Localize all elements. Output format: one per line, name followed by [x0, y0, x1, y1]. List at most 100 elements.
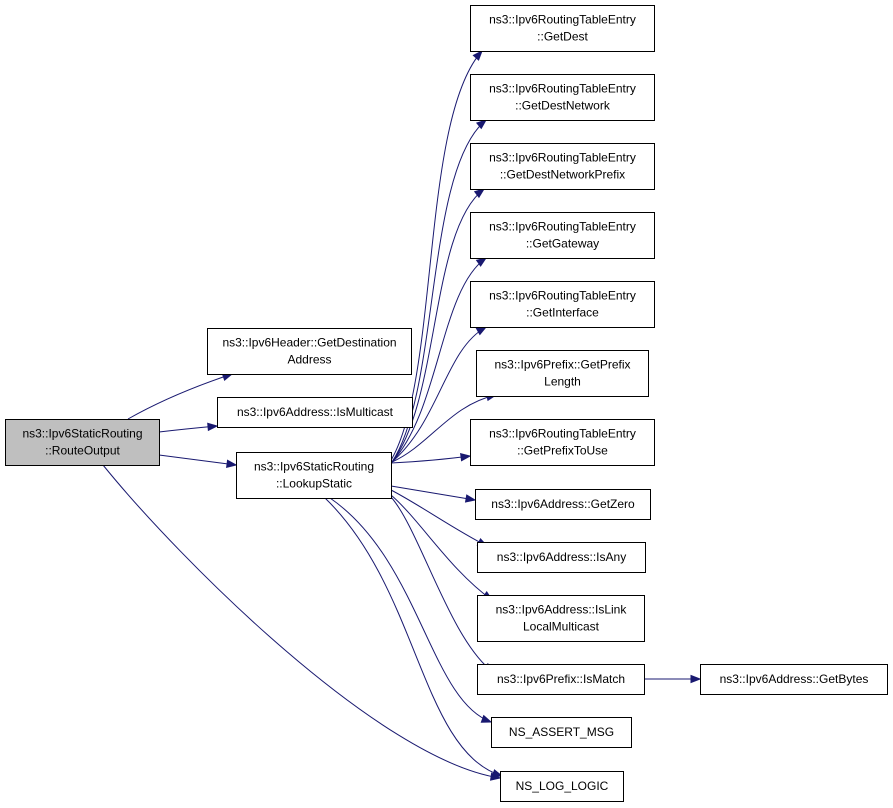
- node-route-output[interactable]: ns3::Ipv6StaticRouting::RouteOutput: [5, 419, 160, 466]
- edge-route-output-to-lookup-static: [158, 454, 238, 468]
- edge-line: [390, 494, 493, 601]
- node-ns-assert-msg[interactable]: NS_ASSERT_MSG: [491, 717, 632, 748]
- node-label-line: ns3::Ipv6Prefix::IsMatch: [497, 672, 625, 686]
- edge-line: [102, 464, 501, 779]
- edge-lookup-static-to-is-match: [390, 496, 495, 673]
- node-label-line: ::GetDestNetwork: [515, 99, 611, 113]
- node-box[interactable]: [477, 664, 645, 695]
- node-ns-log-logic[interactable]: NS_LOG_LOGIC: [500, 771, 624, 802]
- edge-line: [391, 188, 485, 463]
- node-box[interactable]: [470, 419, 655, 466]
- node-get-interface[interactable]: ns3::Ipv6RoutingTableEntry::GetInterface: [470, 281, 655, 328]
- edge-line: [390, 489, 488, 547]
- node-get-dest[interactable]: ns3::Ipv6RoutingTableEntry::GetDest: [470, 5, 655, 52]
- node-box[interactable]: [470, 5, 655, 52]
- node-label-line: ns3::Ipv6Address::IsMulticast: [237, 405, 394, 419]
- edge-arrowhead: [480, 714, 493, 723]
- node-get-prefix-to-use[interactable]: ns3::Ipv6RoutingTableEntry::GetPrefixToU…: [470, 419, 655, 466]
- node-get-zero[interactable]: ns3::Ipv6Address::GetZero: [475, 489, 651, 520]
- edge-arrowhead: [475, 257, 488, 267]
- node-label-line: ns3::Ipv6Address::IsAny: [497, 550, 626, 564]
- edge-line: [158, 454, 237, 466]
- node-box[interactable]: [207, 328, 412, 375]
- node-get-bytes[interactable]: ns3::Ipv6Address::GetBytes: [700, 664, 888, 695]
- node-box[interactable]: [470, 281, 655, 328]
- call-graph-edges: [102, 49, 702, 781]
- edge-line: [391, 326, 487, 463]
- edge-route-output-to-get-destination-address: [127, 372, 234, 420]
- node-label-line: ::GetDestNetworkPrefix: [500, 168, 625, 182]
- edge-arrowhead: [226, 459, 238, 468]
- node-box[interactable]: [470, 74, 655, 121]
- edge-arrowhead: [464, 494, 477, 503]
- node-box[interactable]: [470, 143, 655, 190]
- edge-arrowhead: [472, 49, 483, 61]
- node-label-line: ns3::Ipv6StaticRouting: [22, 427, 142, 441]
- node-lookup-static[interactable]: ns3::Ipv6StaticRouting::LookupStatic: [236, 452, 392, 499]
- edge-is-match-to-get-bytes: [644, 674, 702, 684]
- node-is-any[interactable]: ns3::Ipv6Address::IsAny: [477, 542, 646, 573]
- node-get-gateway[interactable]: ns3::Ipv6RoutingTableEntry::GetGateway: [470, 212, 655, 259]
- node-box[interactable]: [5, 419, 160, 466]
- node-box[interactable]: [476, 350, 649, 397]
- node-label-line: ::GetInterface: [526, 306, 599, 320]
- node-is-match[interactable]: ns3::Ipv6Prefix::IsMatch: [477, 664, 645, 695]
- node-box[interactable]: [475, 489, 651, 520]
- edge-arrowhead: [473, 188, 486, 199]
- node-label-line: ns3::Ipv6RoutingTableEntry: [489, 13, 636, 27]
- node-get-dest-network[interactable]: ns3::Ipv6RoutingTableEntry::GetDestNetwo…: [470, 74, 655, 121]
- node-box[interactable]: [700, 664, 888, 695]
- node-label-line: ns3::Ipv6RoutingTableEntry: [489, 151, 636, 165]
- node-label-line: ::GetPrefixToUse: [517, 444, 608, 458]
- edge-arrowhead: [207, 422, 219, 432]
- node-label-line: ns3::Ipv6Address::GetBytes: [720, 672, 869, 686]
- edge-route-output-to-ns-log-logic: [102, 464, 502, 781]
- node-label-line: LocalMulticast: [523, 620, 600, 634]
- edge-line: [391, 394, 497, 463]
- node-get-dest-network-prefix[interactable]: ns3::Ipv6RoutingTableEntry::GetDestNetwo…: [470, 143, 655, 190]
- node-box[interactable]: [477, 595, 645, 642]
- node-label-line: ns3::Ipv6Address::IsLink: [496, 603, 628, 617]
- node-label-line: ns3::Ipv6RoutingTableEntry: [489, 220, 636, 234]
- node-label-line: ::GetGateway: [526, 237, 599, 251]
- node-box[interactable]: [217, 397, 413, 428]
- edge-line: [329, 497, 492, 723]
- edge-arrowhead: [475, 326, 488, 336]
- node-label-line: ns3::Ipv6Address::GetZero: [491, 497, 635, 511]
- node-label-line: ::LookupStatic: [276, 477, 352, 491]
- node-is-multicast[interactable]: ns3::Ipv6Address::IsMulticast: [217, 397, 413, 428]
- node-label-line: ::RouteOutput: [45, 444, 120, 458]
- node-box[interactable]: [470, 212, 655, 259]
- node-label-line: ns3::Ipv6Header::GetDestination: [222, 336, 396, 350]
- node-label-line: Address: [287, 353, 331, 367]
- node-label-line: ns3::Ipv6RoutingTableEntry: [489, 289, 636, 303]
- node-label-line: ns3::Ipv6RoutingTableEntry: [489, 82, 636, 96]
- edge-arrowhead: [475, 119, 488, 130]
- node-label-line: ns3::Ipv6RoutingTableEntry: [489, 427, 636, 441]
- node-box[interactable]: [491, 717, 632, 748]
- edge-lookup-static-to-ns-log-logic: [324, 497, 504, 778]
- node-box[interactable]: [477, 542, 646, 573]
- node-box[interactable]: [500, 771, 624, 802]
- edge-route-output-to-is-multicast: [158, 422, 219, 433]
- edge-line: [391, 257, 487, 463]
- node-label-line: NS_LOG_LOGIC: [516, 779, 609, 793]
- edge-line: [390, 496, 494, 673]
- node-box[interactable]: [236, 452, 392, 499]
- edge-arrowhead: [491, 769, 504, 778]
- edge-lookup-static-to-get-dest-network-prefix: [391, 188, 486, 463]
- edge-line: [390, 485, 476, 501]
- edge-arrowhead: [690, 674, 702, 684]
- node-label-line: ns3::Ipv6StaticRouting: [254, 460, 374, 474]
- node-label-line: NS_ASSERT_MSG: [509, 725, 614, 739]
- edge-lookup-static-to-get-prefix-to-use: [390, 453, 472, 464]
- node-label-line: ns3::Ipv6Prefix::GetPrefix: [494, 358, 630, 372]
- edge-line: [127, 373, 233, 420]
- edge-lookup-static-to-get-zero: [390, 485, 477, 503]
- call-graph-nodes: ns3::Ipv6StaticRouting::RouteOutputns3::…: [5, 5, 888, 802]
- edge-lookup-static-to-get-gateway: [391, 257, 488, 463]
